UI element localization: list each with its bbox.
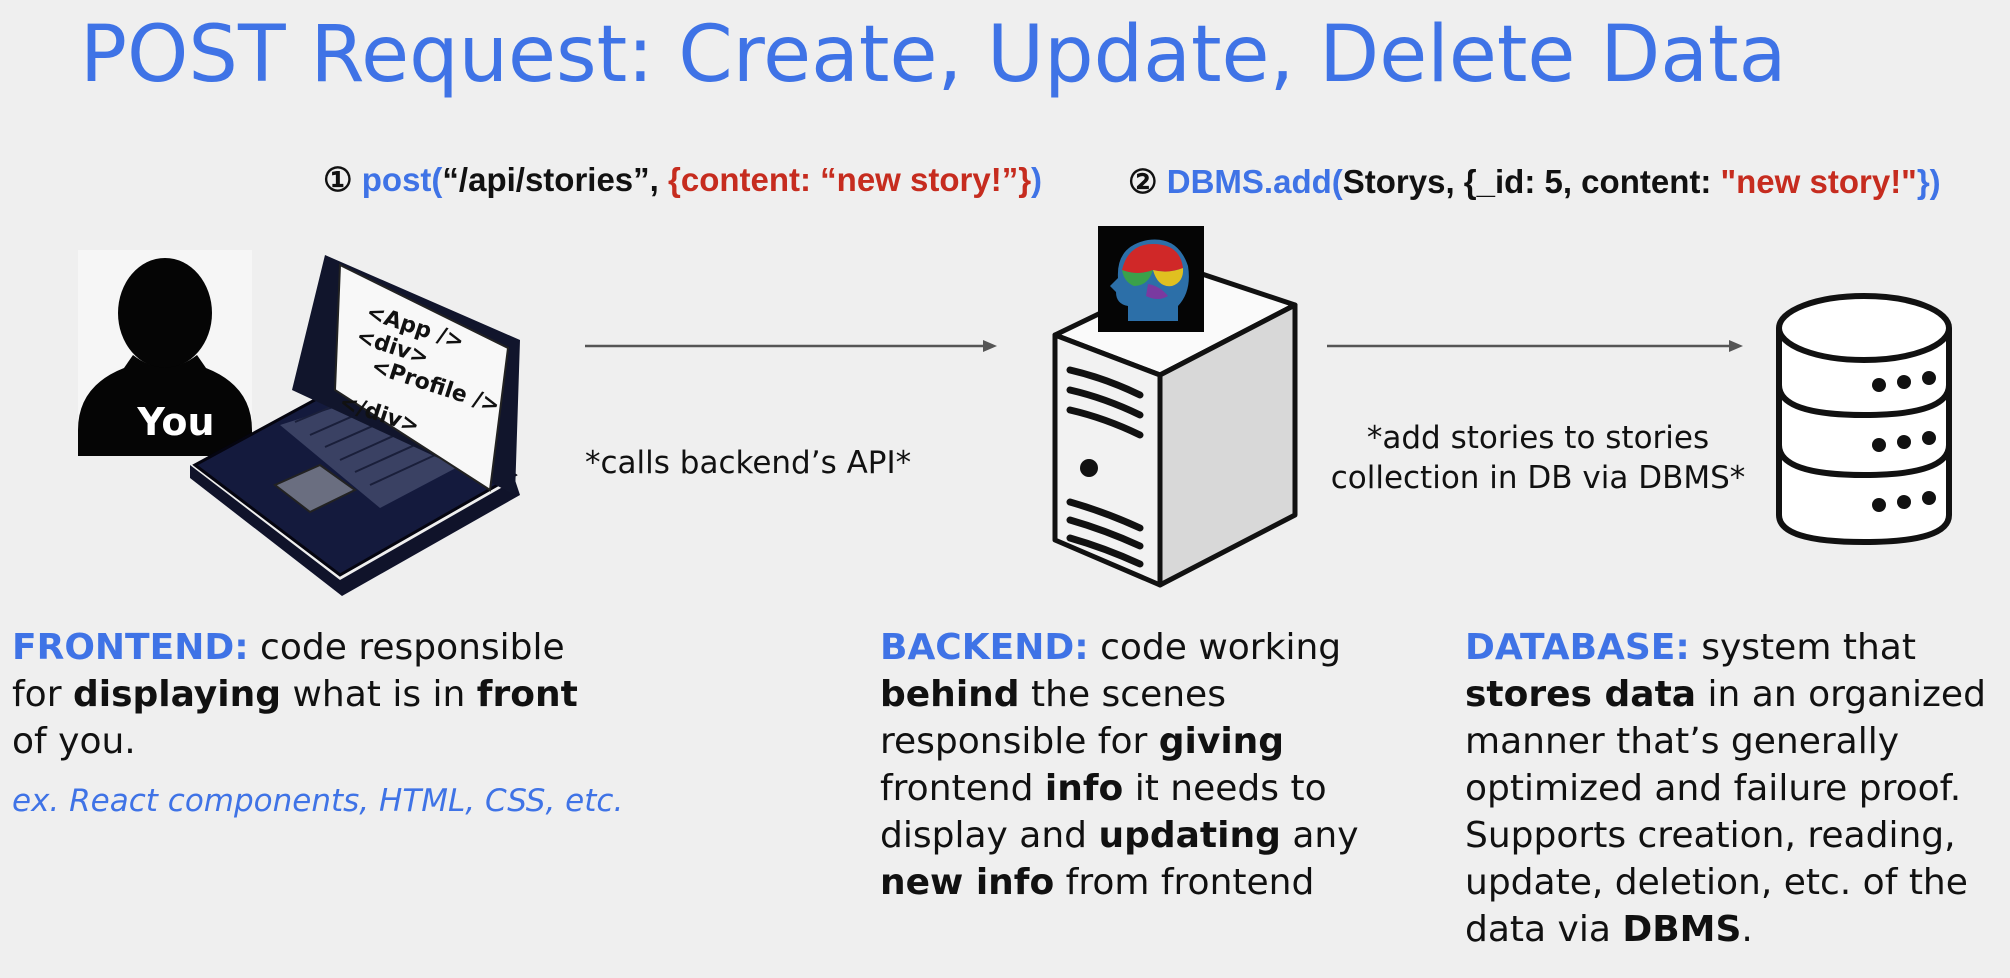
- database-icon: [1776, 293, 1952, 546]
- database-text: Supports creation, reading,: [1465, 815, 1956, 856]
- brain-icon: [1098, 226, 1204, 332]
- backend-bold: info: [1044, 768, 1124, 809]
- database-bold: DBMS: [1622, 909, 1742, 950]
- backend-heading: BACKEND:: [880, 627, 1089, 668]
- backend-description: BACKEND: code working behind the scenes …: [880, 624, 1400, 906]
- step2-args: Storys, {_id: 5, content:: [1342, 163, 1721, 200]
- backend-bold: behind: [880, 674, 1020, 715]
- database-text: .: [1741, 909, 1753, 950]
- step2-func: DBMS.add(: [1166, 163, 1343, 200]
- step2-close: }): [1916, 163, 1941, 200]
- database-text: in an organized: [1696, 674, 1986, 715]
- arrow2-note: *add stories to stories collection in DB…: [1318, 418, 1758, 498]
- backend-bold: updating: [1098, 815, 1281, 856]
- arrow-backend-to-database: [1327, 340, 1743, 352]
- database-text: data via: [1465, 909, 1623, 950]
- step1-func: post(: [361, 161, 443, 198]
- step1-route: “/api/stories”,: [442, 161, 668, 198]
- step1-payload: {content: “new story!”}: [668, 161, 1032, 198]
- database-description: DATABASE: system that stores data in an …: [1465, 624, 2005, 953]
- frontend-text: what is in: [281, 674, 477, 715]
- backend-text: responsible for: [880, 721, 1159, 762]
- step1-code: ① post(“/api/stories”, {content: “new st…: [323, 160, 1042, 199]
- frontend-text: for: [12, 674, 73, 715]
- database-text: manner that’s generally: [1465, 721, 1900, 762]
- arrow2-note-line2: collection in DB via DBMS*: [1330, 460, 1746, 496]
- arrow1-note: *calls backend’s API*: [585, 445, 912, 481]
- backend-bold: new info: [880, 862, 1055, 903]
- user-avatar-icon: You: [78, 250, 252, 456]
- backend-text: any: [1280, 815, 1359, 856]
- frontend-bold: displaying: [72, 674, 281, 715]
- database-text: system that: [1689, 627, 1916, 668]
- backend-text: display and: [880, 815, 1099, 856]
- backend-text: from frontend: [1054, 862, 1315, 903]
- arrow-frontend-to-backend: [585, 340, 997, 352]
- frontend-bold: front: [476, 674, 578, 715]
- database-text: optimized and failure proof.: [1465, 768, 1962, 809]
- step2-number: ②: [1128, 163, 1158, 200]
- frontend-text: of you.: [12, 721, 136, 762]
- backend-bold: giving: [1158, 721, 1285, 762]
- frontend-description: FRONTEND: code responsible for displayin…: [12, 624, 612, 765]
- arrow2-note-line1: *add stories to stories: [1366, 420, 1710, 456]
- slide-title: POST Request: Create, Update, Delete Dat…: [80, 10, 1787, 100]
- frontend-text: code responsible: [248, 627, 565, 668]
- step1-number: ①: [323, 161, 353, 198]
- database-bold: stores data: [1465, 674, 1697, 715]
- laptop-icon: <App /> <div> <Profile /> </div>: [190, 255, 520, 596]
- database-text: update, deletion, etc. of the: [1465, 862, 1968, 903]
- step2-value: "new story!": [1720, 163, 1917, 200]
- user-label: You: [136, 400, 214, 444]
- database-heading: DATABASE:: [1465, 627, 1690, 668]
- backend-text: the scenes: [1019, 674, 1226, 715]
- frontend-example: ex. React components, HTML, CSS, etc.: [12, 783, 624, 819]
- frontend-heading: FRONTEND:: [12, 627, 249, 668]
- backend-text: code working: [1088, 627, 1342, 668]
- backend-text: frontend: [880, 768, 1045, 809]
- backend-text: it needs to: [1123, 768, 1327, 809]
- step2-code: ② DBMS.add(Storys, {_id: 5, content: "ne…: [1128, 162, 1941, 201]
- step1-close: ): [1031, 161, 1043, 198]
